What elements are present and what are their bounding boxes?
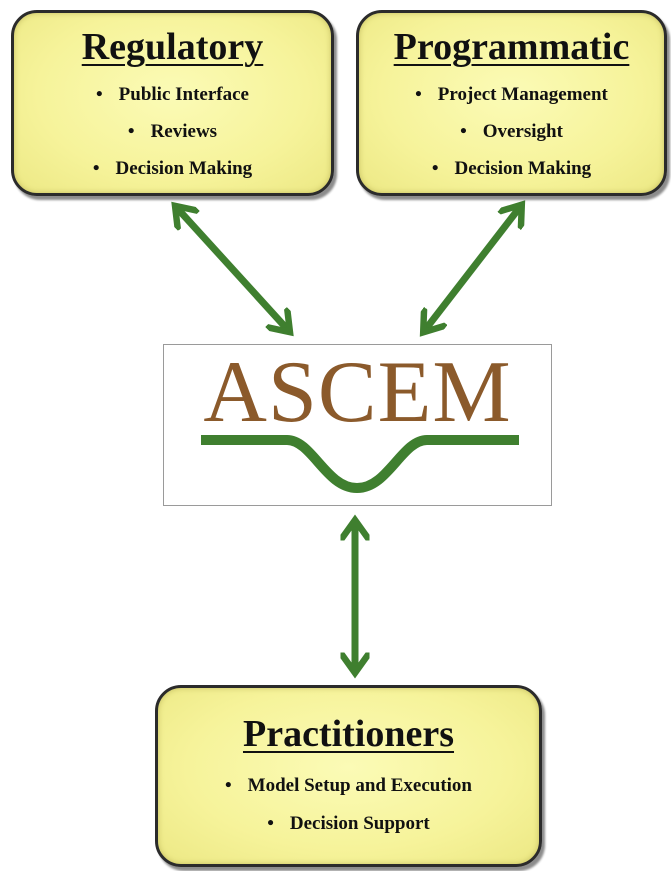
practitioners-title: Practitioners: [242, 713, 455, 755]
list-item: •Public Interface: [96, 84, 249, 105]
ascem-logo-text: ASCEM: [203, 344, 512, 441]
list-item: •Decision Making: [92, 158, 253, 179]
programmatic-title: Programmatic: [393, 26, 630, 68]
arrow-programmatic-ascem: [425, 207, 520, 330]
arrow-regulatory-ascem: [177, 208, 288, 330]
programmatic-list: •Project Management •Oversight •Decision…: [359, 76, 664, 187]
list-item: •Decision Support: [267, 813, 430, 834]
practitioners-list: •Model Setup and Execution •Decision Sup…: [158, 767, 539, 843]
list-item: •Model Setup and Execution: [225, 775, 472, 796]
practitioners-box: Practitioners •Model Setup and Execution…: [155, 685, 542, 867]
programmatic-box: Programmatic •Project Management •Oversi…: [356, 10, 667, 196]
list-item: •Project Management: [415, 84, 608, 105]
list-item: •Oversight: [460, 121, 563, 142]
regulatory-box: Regulatory •Public Interface •Reviews •D…: [11, 10, 334, 196]
regulatory-title: Regulatory: [81, 26, 264, 68]
ascem-logo-box: ASCEM: [163, 344, 552, 506]
regulatory-list: •Public Interface •Reviews •Decision Mak…: [14, 76, 331, 187]
ascem-logo-wave: [201, 435, 519, 493]
list-item: •Reviews: [127, 121, 218, 142]
list-item: •Decision Making: [431, 158, 592, 179]
